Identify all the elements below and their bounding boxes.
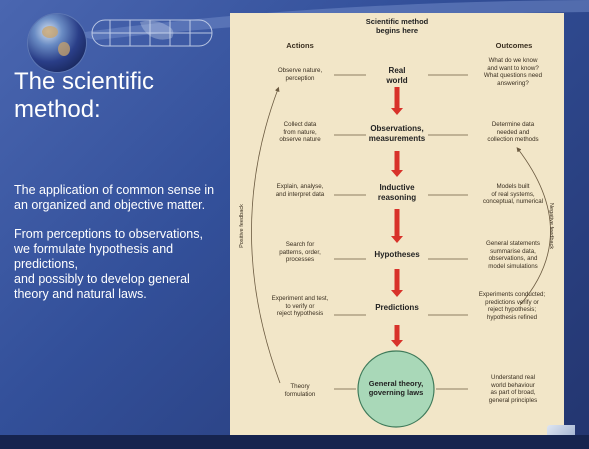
diagram-graphics (251, 74, 551, 428)
outcome-questions: What do we know and want to know? What q… (483, 57, 543, 87)
slide-body: The application of common sense in an or… (14, 183, 224, 316)
flow-arrow-4 (391, 325, 403, 347)
outcome-models: Models built of real systems, conceptual… (482, 183, 544, 206)
step-hypotheses: Hypotheses (374, 250, 420, 259)
actions-column-heading: Actions (286, 41, 314, 50)
general-theory-circle (357, 350, 435, 428)
scientific-method-diagram: Scientific method begins here Actions Ou… (230, 13, 564, 441)
action-collect: Collect data from nature, observe nature (279, 121, 321, 144)
negative-feedback-label: Negative feedback (548, 202, 555, 250)
positive-feedback-arc (251, 86, 281, 384)
outcomes-column-heading: Outcomes (495, 41, 533, 50)
flow-arrow-2 (391, 209, 403, 243)
diagram-header: Scientific method begins here (365, 17, 429, 35)
flow-arrow-0 (391, 87, 403, 115)
step-general-theory: General theory, governing laws (368, 379, 424, 397)
slide-footer-band (0, 435, 589, 449)
positive-feedback-label: Positive feedback (238, 204, 245, 248)
body-paragraph-definition: The application of common sense in an or… (14, 183, 215, 212)
body-paragraph-process: From perceptions to observations, we for… (14, 227, 203, 301)
outcome-understand: Understand real world behaviour as part … (488, 374, 538, 404)
action-theory: Theory formulation (284, 383, 316, 398)
outcome-general-statements: General statements summarise data, obser… (486, 240, 540, 270)
action-experiment: Experiment and test, to verify or reject… (271, 295, 329, 318)
step-observations: Observations, measurements (368, 124, 426, 143)
flow-arrow-1 (391, 151, 403, 177)
flow-arrow-3 (391, 269, 403, 297)
globe-logo (28, 14, 86, 72)
step-predictions: Predictions (375, 303, 419, 312)
step-inductive-reasoning: Inductive reasoning (377, 183, 417, 202)
step-real-world: Real world (386, 66, 408, 85)
outcome-experiments: Experiments conducted; predictions verif… (478, 291, 546, 321)
action-explain: Explain, analyse, and interpret data (275, 183, 325, 198)
slide-title: The scientific method: (14, 68, 155, 123)
negative-feedback-arc (516, 147, 551, 306)
action-observe: Observe nature, perception (277, 67, 323, 82)
action-search: Search for patterns, order, processes (279, 241, 321, 264)
outcome-determine-data: Determine data needed and collection met… (487, 121, 539, 144)
